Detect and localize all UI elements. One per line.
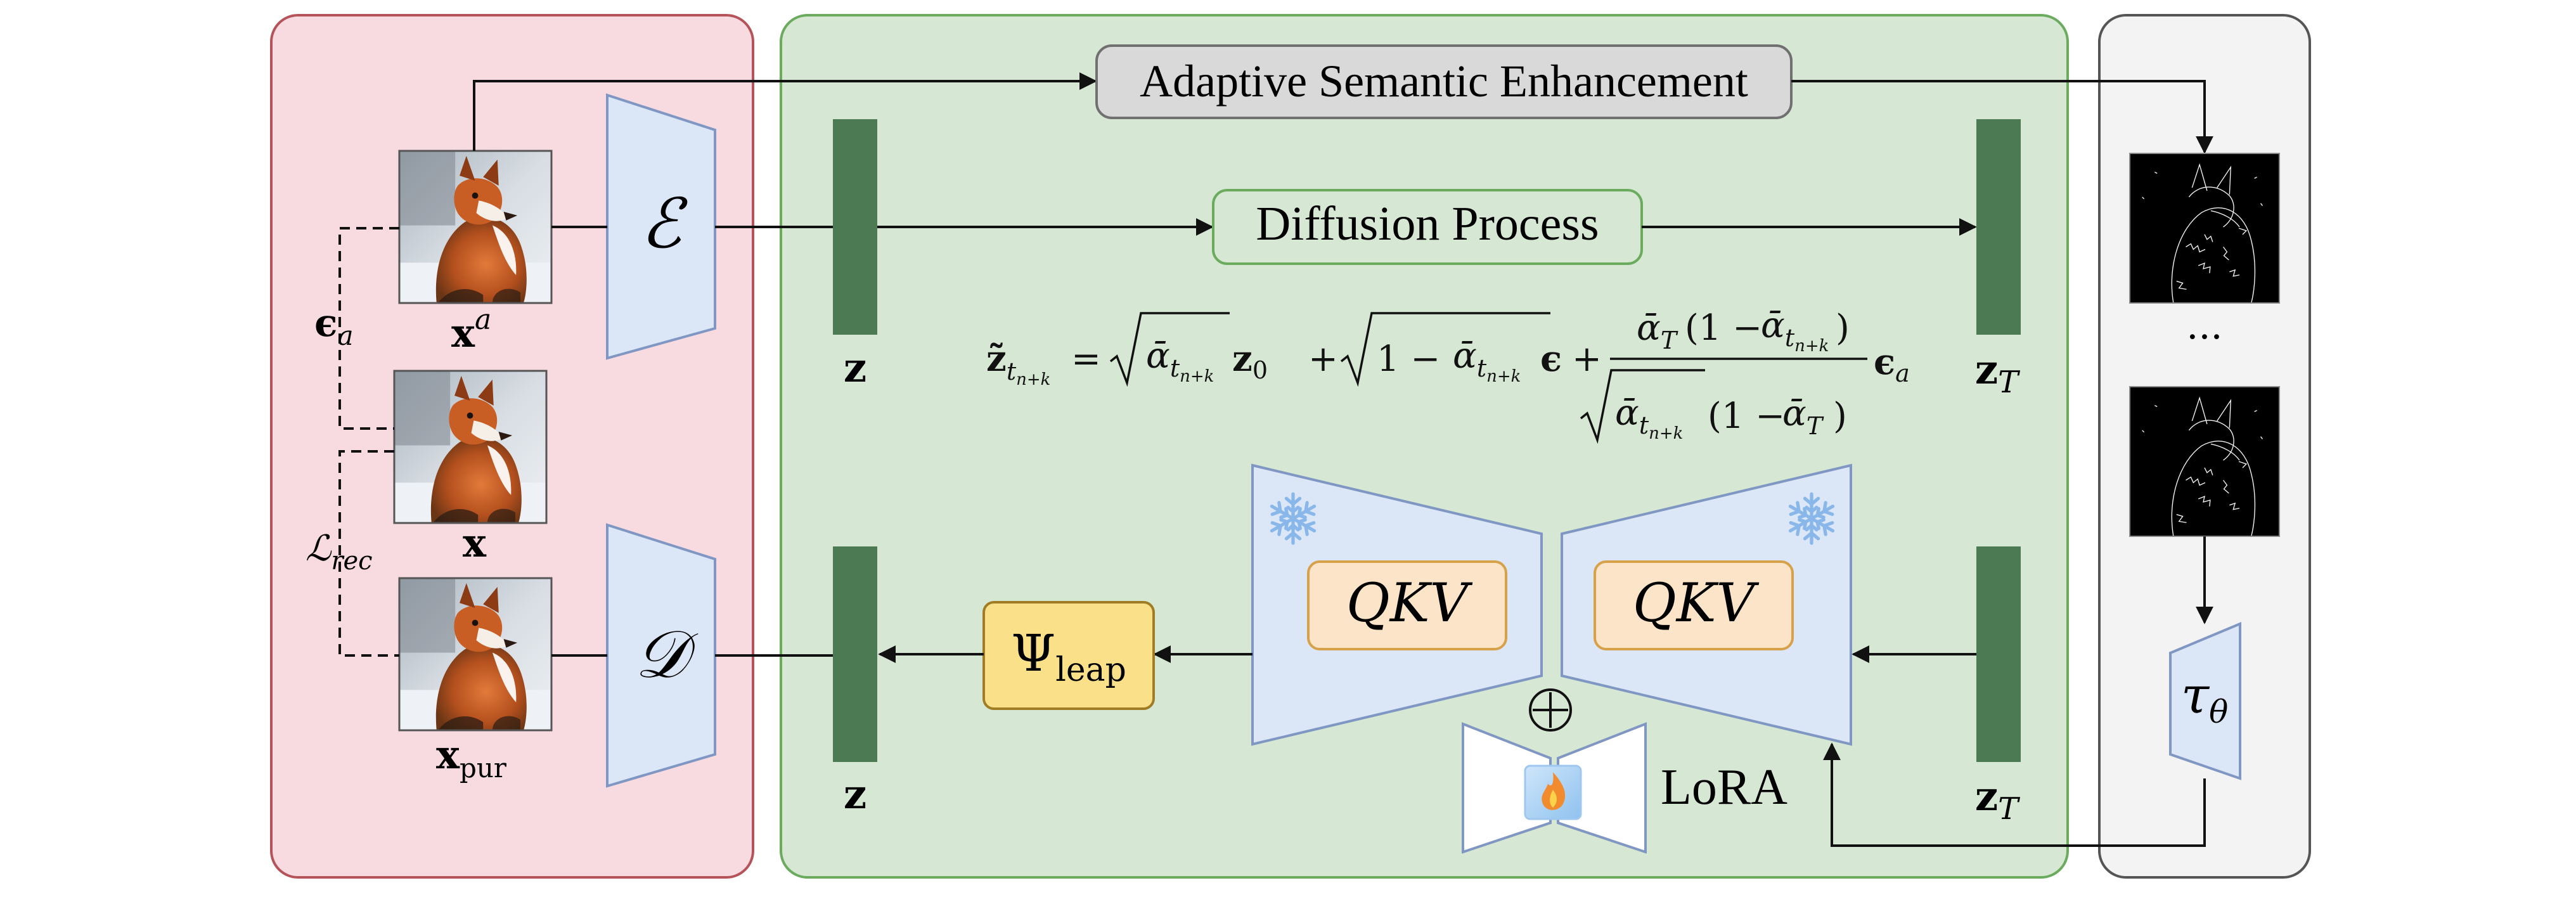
diffusion-process-label: Diffusion Process: [1256, 197, 1599, 250]
encoder-symbol: ℰ: [640, 184, 688, 264]
l-rec-label: ℒrec: [306, 528, 373, 576]
svg-text:z̃tn+k: z̃tn+k: [986, 338, 1050, 389]
svg-text:): ): [1836, 307, 1850, 349]
dashed-links: [338, 227, 399, 657]
x-adv-label: xa: [451, 304, 491, 356]
svg-text:1 −: 1 −: [1377, 339, 1440, 380]
latent-zT-top: [1976, 119, 2021, 335]
svg-text:ᾱtn+k: ᾱtn+k: [1453, 335, 1521, 386]
svg-text:ᾱtn+k: ᾱtn+k: [1615, 392, 1683, 443]
svg-text:+: +: [1308, 339, 1338, 380]
psi-leap-label: Ψleap: [1011, 624, 1126, 689]
qkv-right-box: [1594, 560, 1794, 650]
clean-image: [393, 370, 548, 524]
purified-image: [398, 577, 553, 732]
svg-text:(1 −: (1 −: [1685, 307, 1762, 349]
svg-text:ᾱtn+k: ᾱtn+k: [1146, 335, 1214, 386]
qkv-right-label: QKV: [1633, 572, 1760, 634]
latent-z-top: [833, 119, 877, 335]
svg-text:ϵa: ϵa: [1874, 341, 1910, 387]
x-pur-label: xpur: [436, 732, 507, 784]
tau-to-unet-arrow: [1823, 742, 2206, 847]
tau-label: τθ: [2181, 666, 2228, 730]
svg-text:(1 −: (1 −: [1708, 396, 1785, 437]
fire-ice-icon: [1524, 765, 1582, 820]
zT-top-label: zT: [1975, 346, 2020, 400]
zT-bottom-label: zT: [1975, 773, 2020, 827]
tau-encoder: [2169, 621, 2241, 780]
qkv-left-label: QKV: [1346, 572, 1473, 634]
plus-icon: [1529, 688, 1572, 732]
latent-zT-bottom: [1976, 546, 2021, 762]
svg-text:+: +: [1572, 339, 1602, 380]
z-top-label: z: [844, 344, 866, 392]
svg-text:z0: z0: [1232, 338, 1268, 384]
noise-equation: z̃tn+k = ᾱtn+k z0 + 1 − ᾱtn+k ϵ + ᾱT (1 …: [986, 305, 1910, 444]
adversarial-image: [398, 150, 553, 304]
svg-text:ϵ: ϵ: [1540, 338, 1562, 380]
adv-to-ase-arrow: [473, 72, 1097, 151]
latent-z-bottom: [833, 546, 877, 762]
latent-space-panel: [780, 14, 2069, 879]
svg-text:ᾱT: ᾱT: [1782, 393, 1824, 440]
ase-label: Adaptive Semantic Enhancement: [1140, 56, 1748, 106]
ase-to-edges-arrow: [1791, 80, 2213, 154]
eps-a-label: ϵa: [314, 301, 354, 351]
decoder: [606, 523, 716, 788]
x-clean-label: x: [463, 520, 487, 566]
qkv-left-box: [1307, 560, 1507, 650]
svg-text:=: =: [1071, 339, 1101, 380]
encoder: [606, 93, 716, 360]
edge-map-2: [2129, 386, 2280, 537]
svg-text:ᾱT: ᾱT: [1637, 307, 1678, 354]
lora-left-wing: [1462, 722, 1552, 854]
svg-text:ᾱtn+k: ᾱtn+k: [1761, 305, 1829, 356]
z-bottom-label: z: [844, 771, 866, 818]
edge-map-1: [2129, 153, 2280, 304]
dots-label: ···: [2186, 315, 2222, 359]
svg-text:): ): [1833, 396, 1847, 437]
lora-label: LoRA: [1661, 759, 1787, 815]
